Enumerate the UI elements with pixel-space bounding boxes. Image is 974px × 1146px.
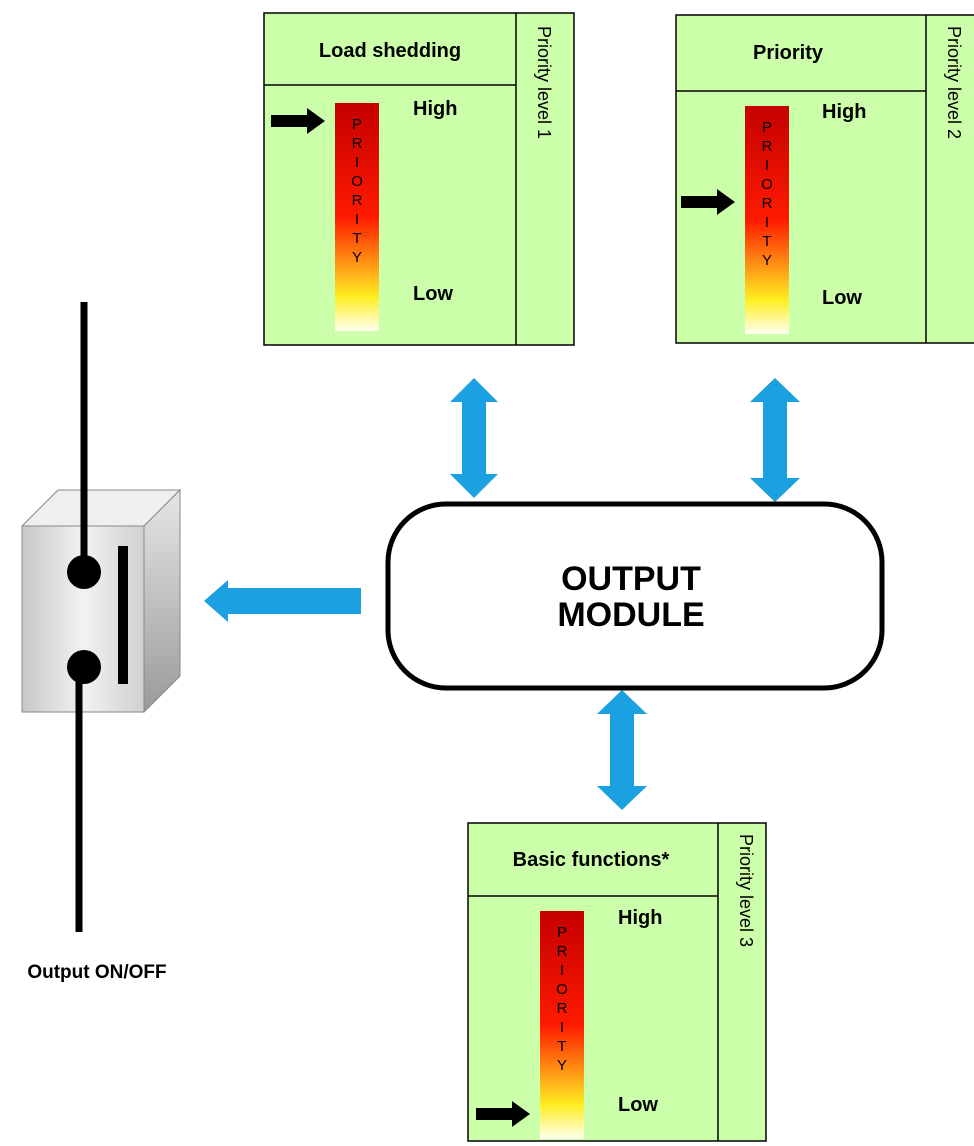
- priority-letter: Y: [762, 252, 772, 269]
- priority-gradient-bar: [335, 103, 379, 331]
- priority-letter: T: [557, 1038, 566, 1055]
- output-signal-arrow: [204, 580, 361, 622]
- priority-letter: R: [557, 1000, 568, 1017]
- priority-letter: I: [765, 214, 769, 231]
- priority-letter: I: [355, 154, 359, 171]
- upper-terminal: [67, 555, 101, 589]
- output-caption: Output ON/OFF: [27, 962, 166, 983]
- output-module-box: [385, 501, 885, 691]
- priority-letter: T: [762, 233, 771, 250]
- high-label: High: [618, 907, 662, 929]
- priority-bar-letters: P R I O R I T Y: [556, 924, 568, 1074]
- switch-box-side: [143, 488, 181, 714]
- priority-letter: T: [352, 230, 361, 247]
- priority-pointer-arrow: [476, 1101, 530, 1127]
- priority-gradient-bar: [540, 911, 584, 1139]
- connector-arrow-panel1: [450, 378, 498, 498]
- priority-letter: O: [556, 981, 568, 998]
- priority-letter: P: [557, 924, 567, 941]
- high-label: High: [822, 101, 866, 123]
- priority-pointer-arrow: [681, 189, 735, 215]
- low-label: Low: [413, 283, 453, 305]
- panel-side-label: Priority level 1: [534, 26, 554, 139]
- panel-frame: [263, 12, 575, 346]
- priority-letter: Y: [352, 249, 362, 266]
- connector-arrow-panel3: [597, 690, 647, 810]
- priority-letter: I: [765, 157, 769, 174]
- priority-letter: R: [352, 192, 363, 209]
- switch-blade: [118, 546, 128, 684]
- panel-frame: [675, 14, 974, 344]
- priority-pointer-arrow: [271, 108, 325, 134]
- panel-title: Load shedding: [319, 40, 461, 62]
- panel-basic-functions: Basic functions* Priority level 3 P R I …: [467, 822, 767, 1142]
- low-label: Low: [822, 287, 862, 309]
- priority-letter: R: [762, 195, 773, 212]
- priority-letter: R: [352, 135, 363, 152]
- priority-letter: O: [761, 176, 773, 193]
- panel-title: Priority: [753, 42, 824, 64]
- module-title-line1: OUTPUT: [561, 560, 701, 598]
- lower-terminal: [67, 650, 101, 684]
- priority-letter: P: [352, 116, 362, 133]
- priority-bar-letters: P R I O R I T Y: [351, 116, 363, 266]
- priority-gradient-bar: [745, 106, 789, 334]
- panel-side-label: Priority level 2: [944, 26, 964, 139]
- panel-frame: [467, 822, 767, 1142]
- module-title-line2: MODULE: [557, 596, 704, 634]
- priority-letter: R: [557, 943, 568, 960]
- panel-title: Basic functions*: [513, 849, 670, 871]
- priority-letter: R: [762, 138, 773, 155]
- output-module: OUTPUT MODULE: [385, 501, 885, 691]
- priority-letter: P: [762, 119, 772, 136]
- panel-load-shedding: Load shedding Priority level 1 P R I O R…: [263, 12, 575, 346]
- panel-priority: Priority Priority level 2 P R I O R I T …: [675, 14, 974, 344]
- output-switch: [20, 302, 182, 932]
- priority-letter: I: [560, 962, 564, 979]
- panel-side-label: Priority level 3: [736, 834, 756, 947]
- high-label: High: [413, 98, 457, 120]
- priority-bar-letters: P R I O R I T Y: [761, 119, 773, 269]
- priority-letter: Y: [557, 1057, 567, 1074]
- priority-letter: I: [560, 1019, 564, 1036]
- priority-letter: I: [355, 211, 359, 228]
- low-label: Low: [618, 1094, 658, 1116]
- connector-arrow-panel2: [750, 378, 800, 502]
- priority-letter: O: [351, 173, 363, 190]
